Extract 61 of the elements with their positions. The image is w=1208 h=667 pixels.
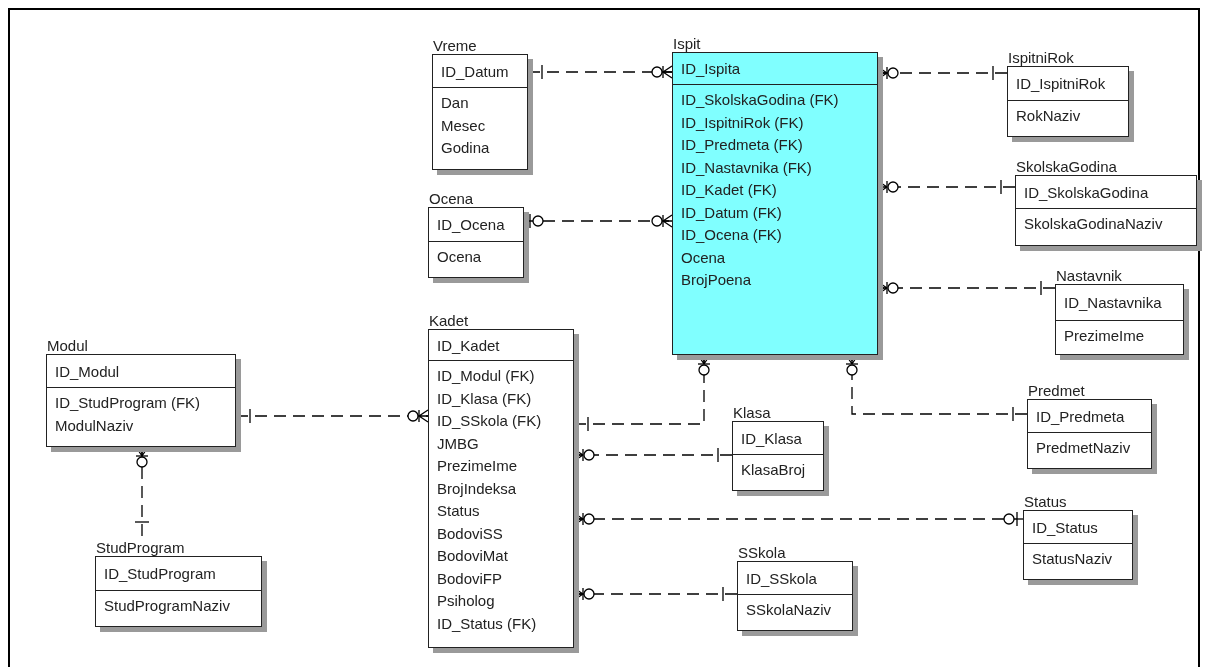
primary-key-field: ID_SkolskaGodina [1024,183,1149,201]
attribute-field: BodoviFP [437,567,503,590]
attribute-field: StudProgramNaziv [104,595,230,618]
table-name: StudProgram [96,539,185,557]
table-name: SSkola [738,544,786,562]
attribute-field: ID_Status (FK) [437,612,537,635]
attribute-field: PrezimeIme [437,455,518,478]
primary-key-field: ID_Predmeta [1036,407,1125,425]
attribute-field: BodoviMat [437,545,508,568]
attribute-field: ID_SSkola (FK) [437,410,542,433]
attribute-field: StatusNaziv [1032,548,1113,571]
attribute-field: RokNaziv [1016,105,1081,128]
primary-key-field: ID_Kadet [437,336,500,354]
table-name: Predmet [1028,382,1085,400]
primary-key-field: ID_Modul [55,362,120,380]
attribute-field: ID_Modul (FK) [437,365,535,388]
attribute-field: PredmetNaziv [1036,437,1131,460]
attribute-field: Status [437,500,480,523]
table-name: Klasa [733,404,771,422]
primary-key-field: ID_Datum [441,62,509,80]
attribute-field: Psiholog [437,590,495,613]
attribute-field: ID_IspitniRok (FK) [681,111,804,134]
table-name: Vreme [433,37,477,55]
attribute-field: ID_StudProgram (FK) [55,392,201,415]
primary-key-field: ID_Ocena [437,216,505,233]
attribute-field: PrezimeIme [1064,325,1145,348]
attribute-field: Dan [441,92,469,115]
attribute-field: Godina [441,137,490,160]
attribute-field: BodoviSS [437,522,503,545]
attribute-field: JMBG [437,432,479,455]
table-name: SkolskaGodina [1016,158,1117,176]
attribute-field: SkolskaGodinaNaziv [1024,213,1163,236]
attribute-field: KlasaBroj [741,459,806,482]
primary-key-field: ID_StudProgram [104,565,216,582]
table-name: Ocena [429,190,474,208]
table-name: Status [1024,493,1067,511]
attribute-field: ID_Datum (FK) [681,201,782,224]
attribute-field: BrojPoena [681,269,752,292]
primary-key-field: ID_IspitniRok [1016,75,1106,92]
table-name: IspitniRok [1008,49,1074,67]
primary-key-field: ID_Nastavnika [1064,294,1162,311]
table-name: Kadet [429,312,469,330]
table-name: Modul [47,337,88,355]
attribute-field: Mesec [441,114,486,137]
primary-key-field: ID_Ispita [681,60,741,77]
attribute-field: ID_Nastavnika (FK) [681,156,812,179]
attribute-field: Ocena [681,246,726,269]
attribute-field: SSkolaNaziv [746,599,832,622]
attribute-field: ID_Ocena (FK) [681,224,782,247]
table-name: Nastavnik [1056,267,1122,285]
primary-key-field: ID_Status [1032,518,1098,536]
primary-key-field: ID_SSkola [746,569,817,587]
attribute-field: ID_Predmeta (FK) [681,134,803,157]
attribute-field: ID_Kadet (FK) [681,179,777,202]
attribute-field: BrojIndeksa [437,477,517,500]
table-name: Ispit [673,35,701,53]
primary-key-field: ID_Klasa [741,429,802,447]
attribute-field: ID_SkolskaGodina (FK) [681,89,839,112]
attribute-field: Ocena [437,246,482,269]
attribute-field: ModulNaziv [55,414,134,437]
attribute-field: ID_Klasa (FK) [437,387,532,410]
